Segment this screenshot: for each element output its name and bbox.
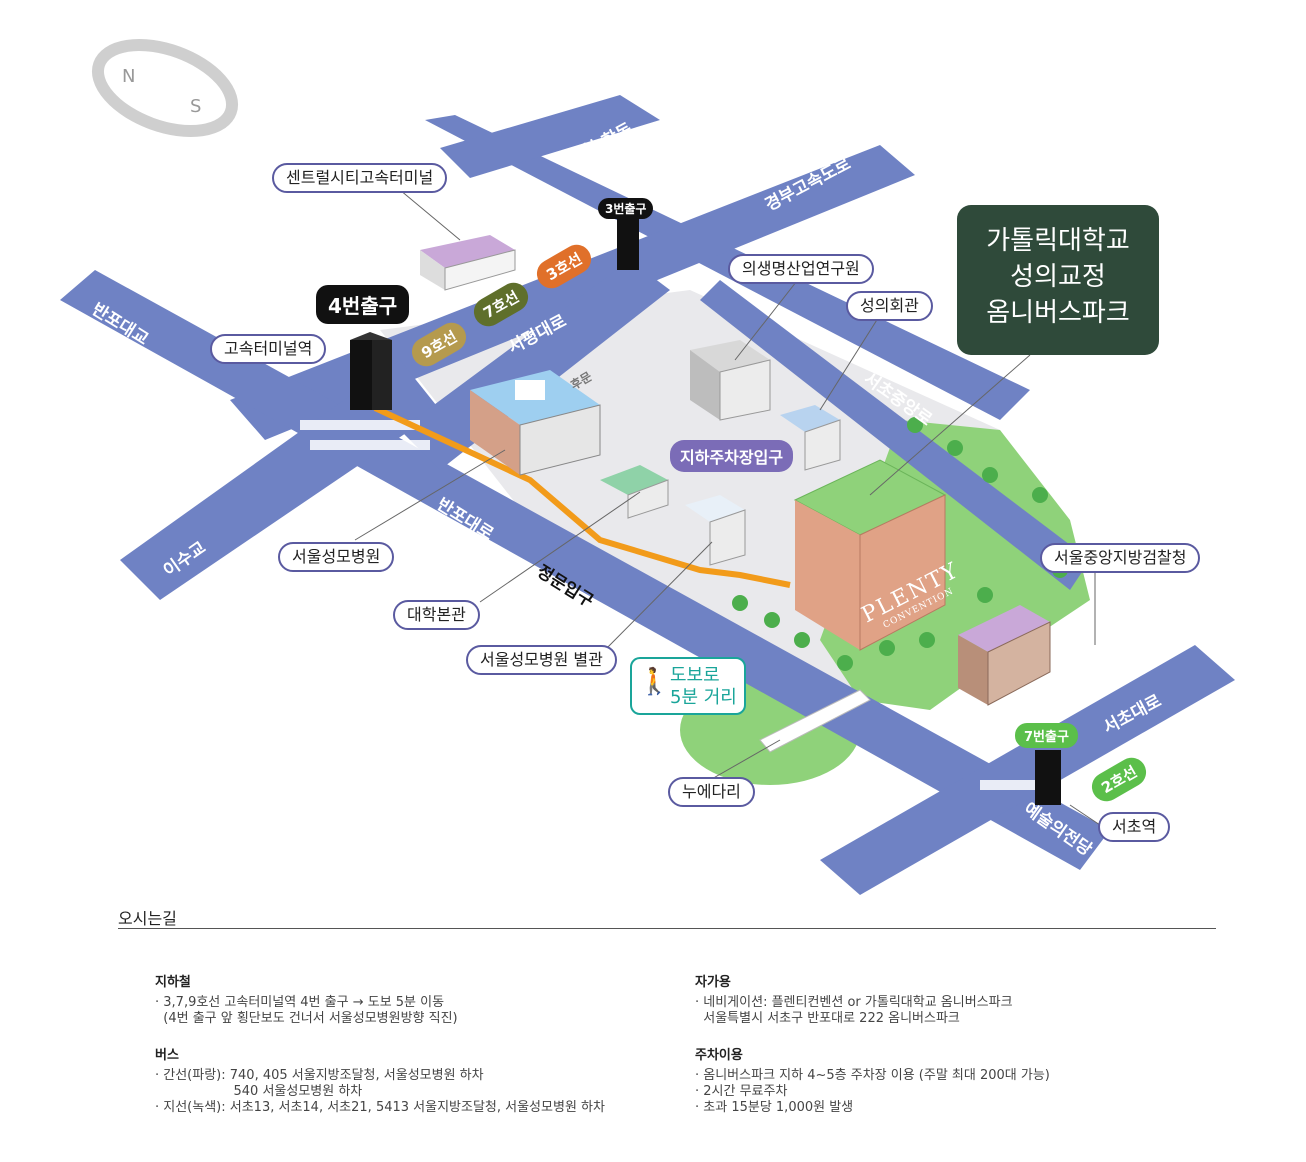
hospital-roof-icon: [515, 380, 545, 400]
parking-heading: 주차이용: [695, 1048, 743, 1063]
parking-line1: · 옴니버스파크 지하 4~5층 주차장 이용 (주말 최대 200대 가능): [695, 1068, 1050, 1083]
info-car: 자가용 · 네비게이션: 플렌티컨벤션 or 가톨릭대학교 옴니버스파크 서울특…: [695, 975, 1013, 1027]
parking-line2: · 2시간 무료주차: [695, 1084, 788, 1099]
crosswalks: [300, 420, 1080, 790]
building-main-hall: [600, 465, 669, 519]
subway-line2: (4번 출구 앞 횡단보도 건너서 서울성모병원방향 직진): [155, 1011, 458, 1026]
crosswalk: [980, 780, 1080, 790]
info-subway: 지하철 · 3,7,9호선 고속터미널역 4번 출구 → 도보 5분 이동 (4…: [155, 975, 458, 1027]
info-bus: 버스 · 간선(파랑): 740, 405 서울지방조달청, 서울성모병원 하차…: [155, 1048, 605, 1116]
walking-route: [373, 405, 791, 588]
label-seongui-hall: 성의회관: [846, 291, 933, 321]
exit3-pillar: [617, 215, 639, 270]
building-hospital: [470, 370, 601, 476]
road-nonhyeon-north: [440, 95, 660, 178]
label-parking-entrance: 지하주차장입구: [670, 440, 794, 472]
exit4-tag: 4번출구: [316, 285, 410, 324]
label-prosecutor: 서울중앙지방검찰청: [1040, 543, 1201, 573]
info-title: 오시는길: [118, 909, 177, 928]
building-central-city: [420, 235, 516, 291]
label-hospital: 서울성모병원: [278, 542, 395, 572]
label-central-city: 센트럴시티고속터미널: [272, 163, 448, 193]
building-seongui-hall: [780, 405, 841, 471]
building-annex: [685, 495, 746, 566]
campus-map: N S: [60, 39, 1235, 895]
road-seocho-jungang: [700, 280, 1090, 590]
subway-line1: · 3,7,9호선 고속터미널역 4번 출구 → 도보 5분 이동: [155, 995, 445, 1010]
callout-line3: 옴니버스파크: [986, 298, 1130, 328]
walk-line2: 5분 거리: [670, 687, 737, 708]
bus-line2: 540 서울성모병원 하차: [155, 1084, 363, 1099]
road-seocho-daero: [820, 645, 1235, 895]
crosswalk: [300, 420, 420, 430]
exit4-pillar: [350, 332, 392, 410]
road-nonhyeon: [425, 115, 1030, 420]
exit7-pillar: [1035, 750, 1061, 805]
label-annex: 서울성모병원 별관: [466, 645, 617, 675]
callout-line1: 가톨릭대학교: [986, 226, 1130, 256]
label-express-station: 고속터미널역: [210, 334, 327, 364]
label-medical-ind: 의생명산업연구원: [728, 254, 874, 284]
building-prosecutor: [958, 605, 1051, 706]
building-medical-ind: [690, 340, 771, 421]
road-seopyeong: [400, 260, 670, 470]
label-nue-bridge: 누에다리: [668, 777, 755, 807]
info-divider: [118, 928, 1216, 929]
parking-line3: · 초과 15분당 1,000원 발생: [695, 1100, 854, 1115]
callout-line2: 성의교정: [1010, 262, 1106, 292]
walking-person-icon: 🚶: [638, 667, 671, 697]
building-omnibus-park: [793, 459, 947, 651]
info-parking: 주차이용 · 옴니버스파크 지하 4~5층 주차장 이용 (주말 최대 200대…: [695, 1048, 1050, 1116]
exit3-tag: 3번출구: [598, 198, 654, 219]
trees: [732, 417, 1068, 671]
crosswalk: [310, 440, 430, 450]
car-heading: 자가용: [695, 975, 731, 990]
label-main-building: 대학본관: [393, 600, 480, 630]
destination-callout: 가톨릭대학교 성의교정 옴니버스파크: [957, 205, 1159, 355]
map-illustration: N S: [60, 39, 1235, 895]
car-line2: 서울특별시 서초구 반포대로 222 옴니버스파크: [695, 1011, 960, 1026]
bus-line1: · 간선(파랑): 740, 405 서울지방조달청, 서울성모병원 하차: [155, 1068, 484, 1083]
leader-lines: [354, 189, 1101, 826]
subway-heading: 지하철: [155, 975, 191, 990]
walk-info-box: 🚶 도보로 5분 거리: [630, 657, 746, 715]
label-seocho-station: 서초역: [1098, 812, 1171, 842]
compass-icon: N S: [91, 39, 239, 137]
compass-north: N: [122, 66, 135, 87]
walk-line1: 도보로: [670, 665, 720, 686]
bus-line3: · 지선(녹색): 서초13, 서초14, 서초21, 5413 서울지방조달청…: [155, 1100, 605, 1115]
exit7-tag: 7번출구: [1015, 723, 1078, 748]
car-line1: · 네비게이션: 플렌티컨벤션 or 가톨릭대학교 옴니버스파크: [695, 995, 1013, 1010]
bus-heading: 버스: [155, 1048, 179, 1063]
compass-south: S: [190, 96, 201, 117]
